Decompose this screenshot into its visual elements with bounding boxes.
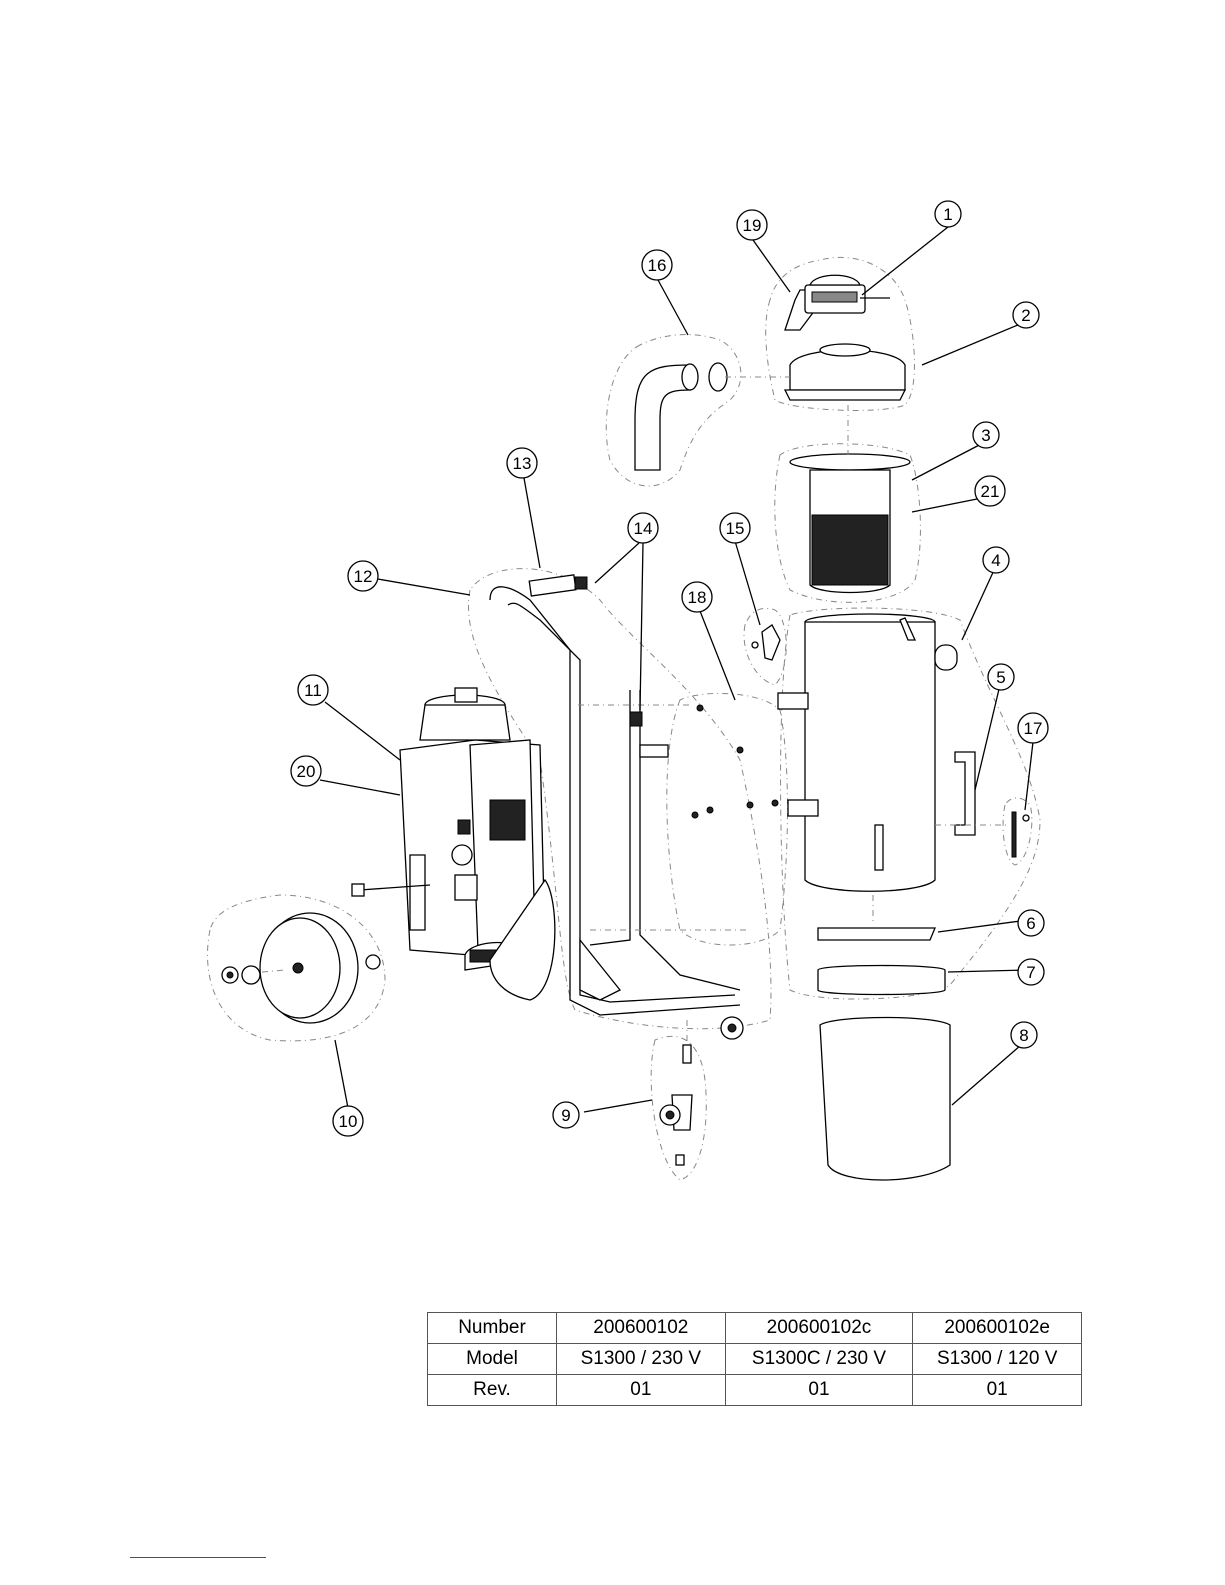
table-cell: 200600102 <box>557 1313 726 1344</box>
table-cell: 01 <box>557 1375 726 1406</box>
row-label: Rev. <box>428 1375 557 1406</box>
svg-text:15: 15 <box>726 519 745 538</box>
svg-text:3: 3 <box>981 426 990 445</box>
svg-text:12: 12 <box>354 567 373 586</box>
svg-text:14: 14 <box>634 519 653 538</box>
table-cell: 200600102e <box>913 1313 1082 1344</box>
callout-16: 16 <box>642 250 672 280</box>
table-cell: S1300 / 120 V <box>913 1344 1082 1375</box>
row-label: Number <box>428 1313 557 1344</box>
table-cell: S1300 / 230 V <box>557 1344 726 1375</box>
svg-text:2: 2 <box>1021 306 1030 325</box>
callout-6: 6 <box>1018 910 1044 936</box>
svg-text:18: 18 <box>688 588 707 607</box>
table-row: Number 200600102 200600102c 200600102e <box>428 1313 1082 1344</box>
svg-text:13: 13 <box>513 454 532 473</box>
svg-text:8: 8 <box>1019 1026 1028 1045</box>
part-19-1-top-cap <box>785 275 890 330</box>
callout-2: 2 <box>1013 302 1039 328</box>
svg-text:5: 5 <box>996 668 1005 687</box>
svg-text:17: 17 <box>1024 719 1043 738</box>
callout-21: 21 <box>975 476 1005 506</box>
callout-20: 20 <box>291 756 321 786</box>
svg-text:20: 20 <box>297 762 316 781</box>
callout-18: 18 <box>682 582 712 612</box>
part-3-21-filter <box>790 405 910 593</box>
part-6-7-8-bin <box>818 895 950 1180</box>
part-17-pin <box>1012 812 1029 857</box>
callout-17: 17 <box>1018 713 1048 743</box>
svg-text:21: 21 <box>981 482 1000 501</box>
part-16-elbow-hose <box>635 363 790 470</box>
part-11-20-motor-housing <box>352 688 555 1000</box>
callout-7: 7 <box>1018 959 1044 985</box>
callout-1: 1 <box>935 201 961 227</box>
callout-11: 11 <box>298 675 328 705</box>
part-18-hardware <box>692 705 778 818</box>
table-row: Rev. 01 01 01 <box>428 1375 1082 1406</box>
callout-15: 15 <box>720 513 750 543</box>
table-row: Model S1300 / 230 V S1300C / 230 V S1300… <box>428 1344 1082 1375</box>
svg-text:19: 19 <box>743 216 762 235</box>
part-2-motor-head <box>785 344 905 400</box>
table-cell: S1300C / 230 V <box>725 1344 913 1375</box>
part-5-handle <box>935 752 1010 835</box>
table-cell: 01 <box>725 1375 913 1406</box>
callout-9: 9 <box>553 1102 579 1128</box>
row-label: Model <box>428 1344 557 1375</box>
table-cell: 200600102c <box>725 1313 913 1344</box>
callout-12: 12 <box>348 561 378 591</box>
svg-text:4: 4 <box>991 551 1000 570</box>
part-4-main-cylinder <box>778 614 957 891</box>
svg-text:1: 1 <box>943 205 952 224</box>
svg-text:9: 9 <box>561 1106 570 1125</box>
part-9-caster <box>660 1020 692 1165</box>
footer-rule <box>130 1557 266 1558</box>
model-spec-table: Number 200600102 200600102c 200600102e M… <box>427 1312 1082 1406</box>
svg-text:16: 16 <box>648 256 667 275</box>
callout-5: 5 <box>988 664 1014 690</box>
callout-14: 14 <box>628 513 658 543</box>
part-15-latch <box>752 625 780 660</box>
callout-4: 4 <box>983 547 1009 573</box>
callout-10: 10 <box>333 1106 363 1136</box>
callout-13: 13 <box>507 448 537 478</box>
callout-8: 8 <box>1011 1022 1037 1048</box>
svg-text:7: 7 <box>1026 963 1035 982</box>
callout-19: 19 <box>737 210 767 240</box>
svg-text:11: 11 <box>304 681 322 700</box>
part-10-wheel <box>222 913 380 1023</box>
svg-text:10: 10 <box>339 1112 358 1131</box>
callout-3: 3 <box>973 422 999 448</box>
svg-text:6: 6 <box>1026 914 1035 933</box>
table-cell: 01 <box>913 1375 1082 1406</box>
